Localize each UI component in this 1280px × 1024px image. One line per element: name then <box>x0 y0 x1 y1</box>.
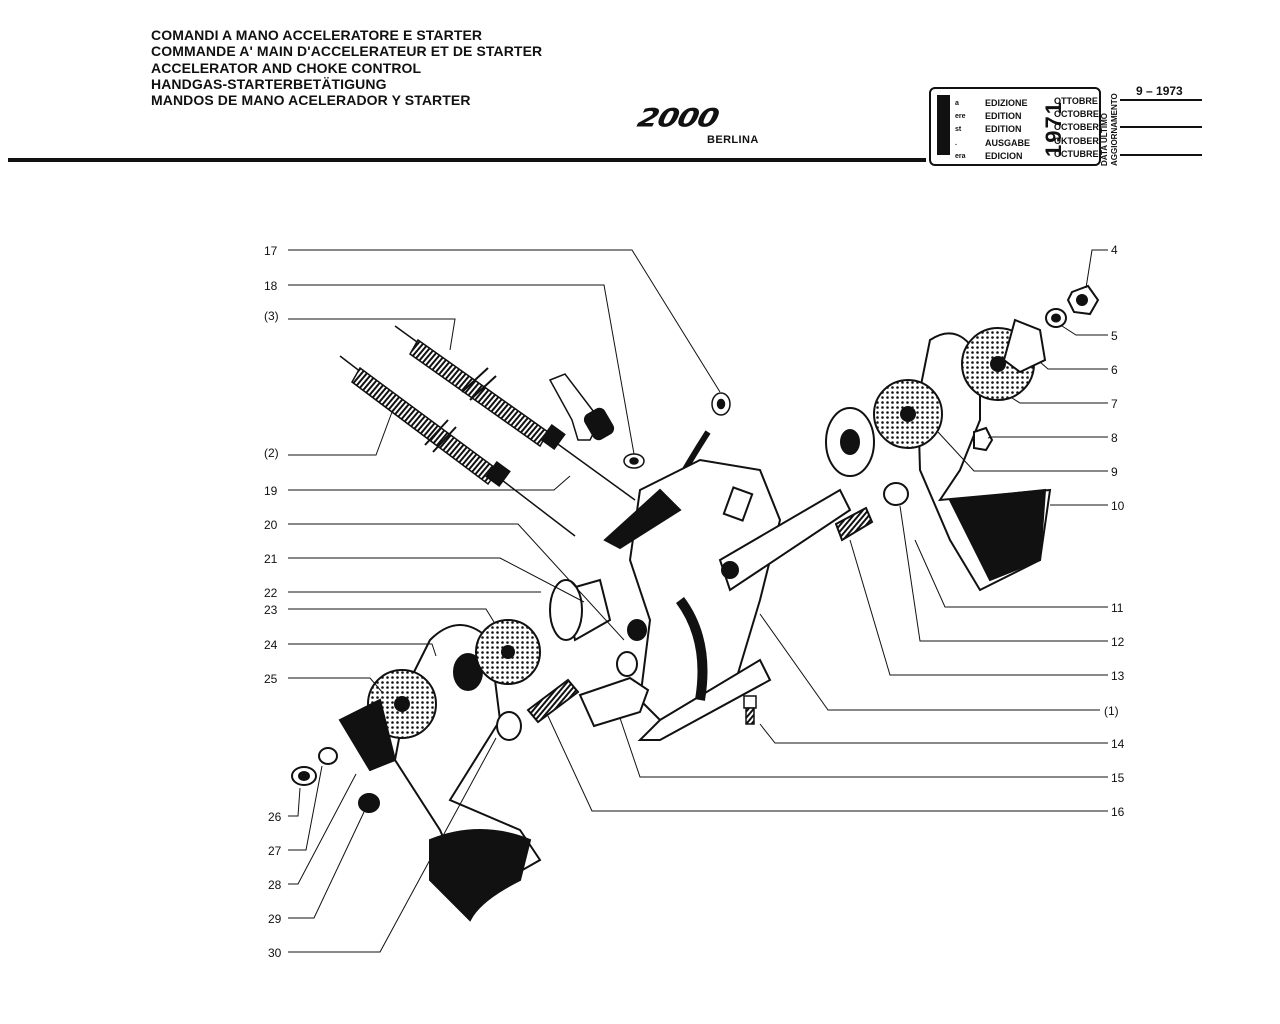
edition-month: OCTUBRE <box>1054 148 1099 159</box>
edition-months: OTTOBRE OCTOBRE OCTOBER OKTOBER OCTUBRE <box>1054 95 1099 161</box>
edition-word: EDITION <box>985 111 1022 122</box>
right-lever-assembly <box>825 284 1100 592</box>
callout: 28 <box>268 878 282 892</box>
callout: 20 <box>264 518 278 532</box>
callout: 7 <box>1111 397 1118 411</box>
callout: 19 <box>264 484 278 498</box>
update-rule <box>1120 126 1202 128</box>
callout: 23 <box>264 603 278 617</box>
callout: 15 <box>1111 771 1125 785</box>
callout: 11 <box>1111 601 1124 615</box>
callout: 16 <box>1111 805 1125 819</box>
title-block: COMANDI A MANO ACCELERATORE E STARTER CO… <box>151 27 542 108</box>
edition-word: EDITION <box>985 124 1022 135</box>
callout: (1) <box>1104 704 1119 718</box>
edition-month: OCTOBER <box>1054 122 1099 133</box>
callout: 24 <box>264 638 278 652</box>
edition-month: OTTOBRE <box>1054 96 1098 106</box>
central-bracket <box>603 458 852 741</box>
title-italian: COMANDI A MANO ACCELERATORE E STARTER <box>151 27 483 43</box>
callout: 27 <box>268 844 282 858</box>
callout: 22 <box>264 586 278 600</box>
callout: 12 <box>1111 635 1125 649</box>
callout: 9 <box>1111 465 1118 479</box>
edition-word: EDICION <box>985 150 1023 161</box>
callout: 29 <box>268 912 282 926</box>
edition-month: OCTOBRE <box>1054 109 1099 120</box>
edition-superscript: st <box>955 126 962 134</box>
title-spanish: MANDOS DE MANO ACELERADOR Y STARTER <box>151 92 471 109</box>
update-rule <box>1120 154 1202 156</box>
bolt-14 <box>743 695 757 725</box>
edition-superscript: era <box>955 152 966 160</box>
callout: 21 <box>264 552 278 566</box>
callout: 26 <box>268 810 282 824</box>
callout: 8 <box>1111 431 1118 445</box>
callout: 14 <box>1111 737 1125 751</box>
callout: 10 <box>1111 499 1125 513</box>
edition-number-mark <box>937 95 950 155</box>
edition-month: OKTOBER <box>1054 135 1099 146</box>
update-date: 9 – 1973 <box>1136 84 1183 98</box>
edition-superscript: . <box>955 139 957 147</box>
model-logo: 2000 BERLINA <box>634 104 758 146</box>
callout: 4 <box>1111 243 1118 257</box>
edition-words: EDIZIONE EDITION EDITION AUSGABE EDICION <box>985 97 1030 163</box>
callouts-left: 17 18 (3) (2) 19 20 21 22 23 24 25 26 27… <box>264 244 282 960</box>
callout: 5 <box>1111 329 1118 343</box>
leader-lines <box>288 249 1108 953</box>
title-english: ACCELERATOR AND CHOKE CONTROL <box>151 59 422 76</box>
edition-superscript: a <box>955 100 959 107</box>
callout: 13 <box>1111 669 1125 683</box>
edition-word: AUSGABE <box>985 137 1031 148</box>
cable-assembly-upper <box>339 325 636 537</box>
logo-subtitle: BERLINA <box>707 134 759 146</box>
edition-superscript: ere <box>955 113 966 121</box>
callout: (2) <box>264 446 279 460</box>
callout: 6 <box>1111 363 1118 377</box>
edition-word: EDIZIONE <box>985 98 1028 108</box>
edition-box: a ere st . era EDIZIONE EDITION EDITION … <box>929 87 1101 166</box>
title-french: COMMANDE A' MAIN D'ACCELERATEUR ET DE ST… <box>151 43 543 60</box>
callout: 30 <box>268 946 282 960</box>
edition-superscripts: a ere st . era <box>955 97 966 163</box>
update-rule <box>1120 99 1202 101</box>
callouts-right: 4 5 6 7 8 9 10 11 12 13 (1) 14 15 16 <box>1104 243 1125 819</box>
callout: (3) <box>264 309 279 323</box>
callout: 18 <box>264 279 278 293</box>
header-rule <box>8 158 926 162</box>
callout: 25 <box>264 672 278 686</box>
left-lever-assembly <box>291 578 650 922</box>
callout: 17 <box>264 244 278 258</box>
title-german: HANDGAS-STARTERBETÄTIGUNG <box>151 75 387 92</box>
